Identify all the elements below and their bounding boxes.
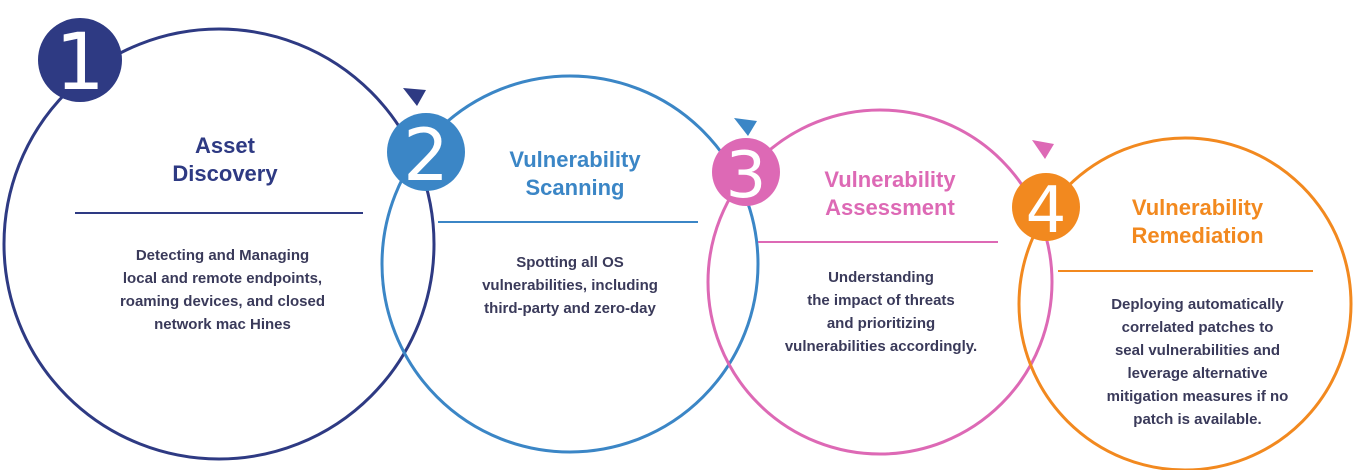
step-1-number: 1 [55, 18, 105, 108]
step-2-number: 2 [403, 113, 449, 197]
step-2-divider [438, 221, 698, 223]
step-3-badge [712, 138, 780, 206]
step-1-description: Detecting and Managing local and remote … [119, 247, 326, 333]
step-1-title: Asset Discovery [172, 133, 278, 186]
step-4-number: 4 [1026, 174, 1067, 248]
arrow-2-to-3 [734, 118, 757, 136]
step-3-circle [706, 108, 1054, 456]
step-1-divider [75, 212, 363, 214]
step-2-title: Vulnerability Scanning [509, 147, 641, 200]
step-4-description: Deploying automatically correlated patch… [1106, 296, 1289, 428]
step-3-description: Understanding the impact of threats and … [784, 269, 978, 355]
step-3-divider [758, 241, 998, 243]
step-4-divider [1058, 270, 1313, 272]
step-1-circle [2, 27, 436, 461]
arrow-3-to-4 [1032, 140, 1054, 159]
step-2-circle [380, 74, 760, 454]
step-2-description: Spotting all OS vulnerabilities, includi… [482, 254, 658, 317]
step-4-badge [1012, 173, 1080, 241]
step-1-badge [38, 18, 122, 102]
step-4-circle [1017, 136, 1353, 470]
step-3-title: Vulnerability Assessment [824, 167, 956, 220]
step-4-title: Vulnerability Remediation [1131, 195, 1264, 248]
arrow-1-to-2 [403, 88, 426, 106]
step-3-number: 3 [726, 139, 767, 213]
step-2-badge [387, 113, 465, 191]
